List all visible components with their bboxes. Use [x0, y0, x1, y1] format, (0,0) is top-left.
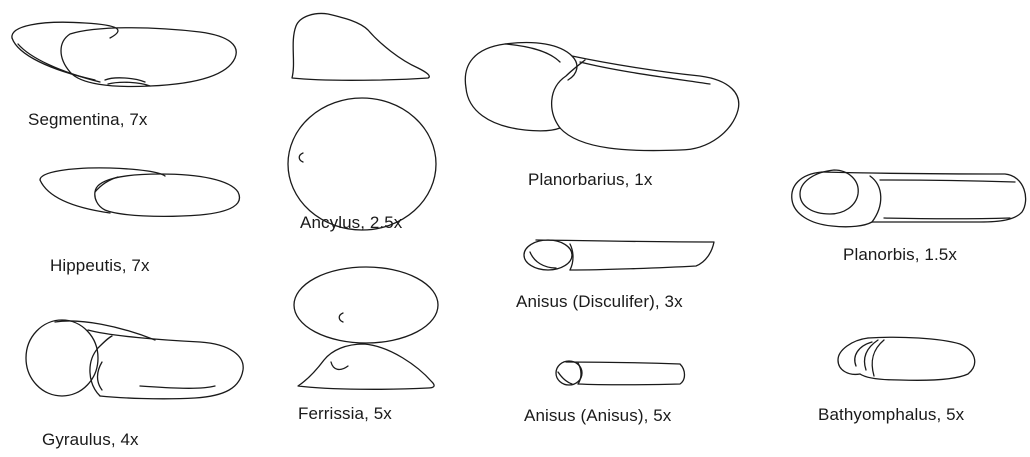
- ferrissia-top-drawing: [294, 267, 438, 343]
- label-planorbis: Planorbis, 1.5x: [843, 245, 957, 265]
- bathyomphalus-shell-drawing: [838, 337, 975, 380]
- gyraulus-shell-drawing: [26, 320, 243, 399]
- label-anisus-anisus: Anisus (Anisus), 5x: [524, 406, 671, 426]
- hippeutis-shell-drawing: [40, 168, 239, 217]
- label-segmentina: Segmentina, 7x: [28, 110, 148, 130]
- anisus-anisus-shell-drawing: [556, 361, 685, 385]
- label-hippeutis: Hippeutis, 7x: [50, 256, 150, 276]
- label-bathyomphalus: Bathyomphalus, 5x: [818, 405, 964, 425]
- ancylus-side-drawing: [292, 14, 429, 81]
- label-ancylus: Ancylus, 2.5x: [300, 213, 402, 233]
- label-ferrissia: Ferrissia, 5x: [298, 404, 392, 424]
- label-gyraulus: Gyraulus, 4x: [42, 430, 139, 450]
- label-anisus-disculifer: Anisus (Disculifer), 3x: [516, 292, 683, 312]
- ferrissia-side-drawing: [298, 344, 434, 389]
- anisus-disculifer-shell-drawing: [524, 240, 714, 270]
- planorbarius-shell-drawing: [465, 43, 738, 151]
- ancylus-top-drawing: [288, 98, 436, 230]
- planorbis-shell-drawing: [792, 170, 1026, 227]
- label-planorbarius: Planorbarius, 1x: [528, 170, 652, 190]
- segmentina-shell-drawing: [12, 22, 236, 86]
